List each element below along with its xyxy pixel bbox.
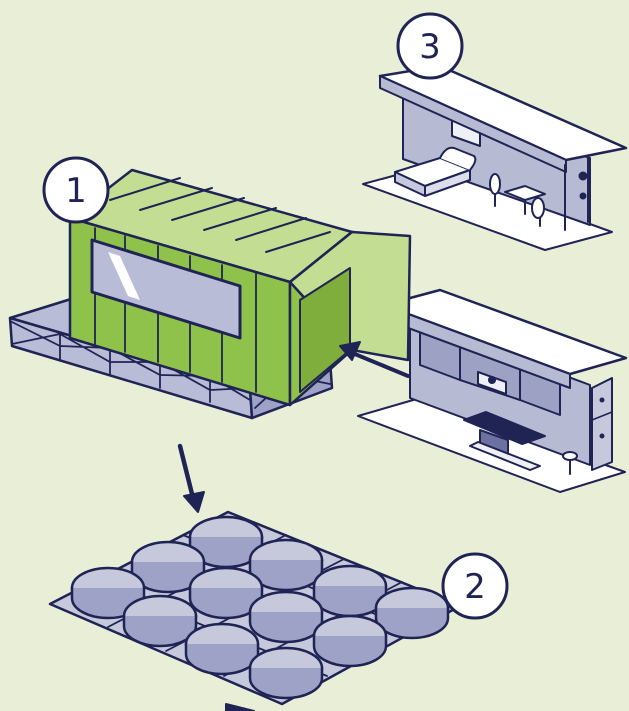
interior-modules-group <box>357 64 628 493</box>
continue-arrow <box>225 703 255 711</box>
pad <box>122 594 198 648</box>
pad <box>184 622 260 676</box>
tall-cabinet <box>591 377 613 471</box>
kitchen-island <box>463 411 546 471</box>
pad <box>312 564 388 618</box>
window-glare <box>108 252 140 300</box>
pad <box>248 590 324 644</box>
step-badge-2: 2 <box>441 552 509 620</box>
bed <box>394 146 477 197</box>
pad <box>188 566 264 620</box>
container-box <box>68 168 412 407</box>
foundation-pads <box>70 515 450 700</box>
roof-ribs <box>109 177 331 253</box>
container-window <box>90 238 242 340</box>
pad <box>312 614 388 668</box>
step-number-3: 3 <box>419 27 441 67</box>
step-number-1: 1 <box>65 171 87 211</box>
step-number-2: 2 <box>464 567 486 607</box>
container-module-group <box>8 168 412 420</box>
step-badge-1: 1 <box>42 156 110 224</box>
step-badge-3: 3 <box>396 12 464 80</box>
bedroom-module <box>362 64 628 251</box>
foundation-pads-group <box>48 443 462 711</box>
pad <box>248 646 324 700</box>
kitchen-module <box>357 288 628 493</box>
pad <box>374 586 450 640</box>
insert-arrow <box>339 341 410 378</box>
dining-set <box>489 173 546 227</box>
down-arrow <box>177 443 205 513</box>
